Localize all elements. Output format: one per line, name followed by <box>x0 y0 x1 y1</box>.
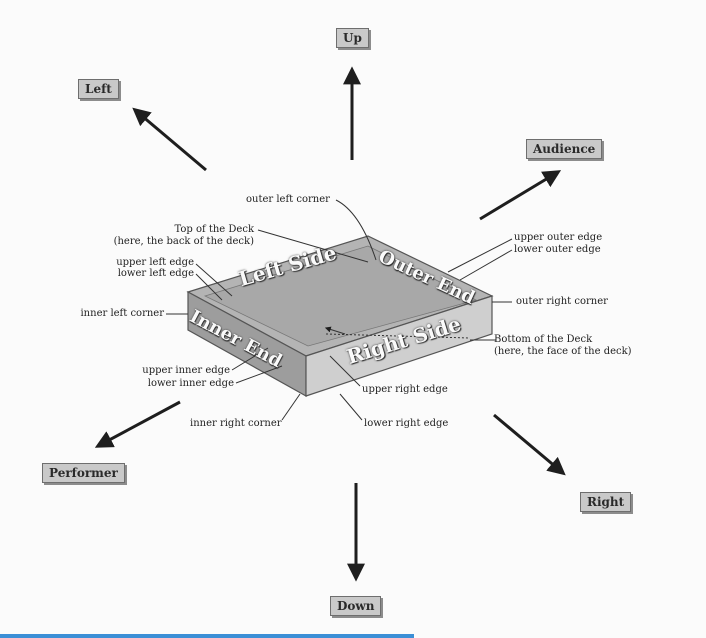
label-lower-inner-edge: lower inner edge <box>147 378 234 389</box>
leader-lines <box>166 199 513 421</box>
direction-right-label: Right <box>580 492 632 512</box>
label-upper-left-edge: upper left edge <box>116 257 194 268</box>
label-upper-right-edge: upper right edge <box>362 384 448 395</box>
bottom-accent-strip <box>0 634 414 638</box>
label-outer-right-corner: outer right corner <box>516 296 608 307</box>
label-outer-left-corner: outer left corner <box>246 194 330 205</box>
direction-performer-label: Performer <box>42 463 125 483</box>
label-inner-left-corner: inner left corner <box>80 308 164 319</box>
label-top-of-deck-title: Top of the Deck <box>174 224 254 235</box>
arrow-right <box>493 413 566 476</box>
hidden-corner-arrow <box>324 326 346 335</box>
direction-up-label: Up <box>336 28 369 48</box>
label-bottom-of-deck-title: Bottom of the Deck <box>494 334 593 345</box>
direction-audience-label: Audience <box>526 139 603 159</box>
direction-left-label: Left <box>78 79 119 99</box>
deck-top-recess <box>203 245 478 347</box>
label-upper-outer-edge: upper outer edge <box>514 232 603 243</box>
label-inner-right-corner: inner right corner <box>190 418 282 429</box>
arrow-left <box>132 107 207 172</box>
label-lower-outer-edge: lower outer edge <box>514 244 601 255</box>
label-bottom-of-deck-note: (here, the face of the deck) <box>494 346 632 357</box>
label-bottom-of-deck: Bottom of the Deck (here, the face of th… <box>494 334 632 358</box>
label-top-of-deck: Top of the Deck (here, the back of the d… <box>104 224 254 248</box>
direction-down-label: Down <box>330 596 382 616</box>
hidden-corner-dotted <box>325 333 471 339</box>
label-top-of-deck-note: (here, the back of the deck) <box>113 236 254 247</box>
label-upper-inner-edge: upper inner edge <box>142 365 230 376</box>
arrow-audience <box>479 170 562 221</box>
label-lower-left-edge: lower left edge <box>117 268 194 279</box>
arrow-performer <box>94 400 181 448</box>
deck-right-side-face <box>305 295 493 397</box>
label-lower-right-edge: lower right edge <box>364 418 449 429</box>
